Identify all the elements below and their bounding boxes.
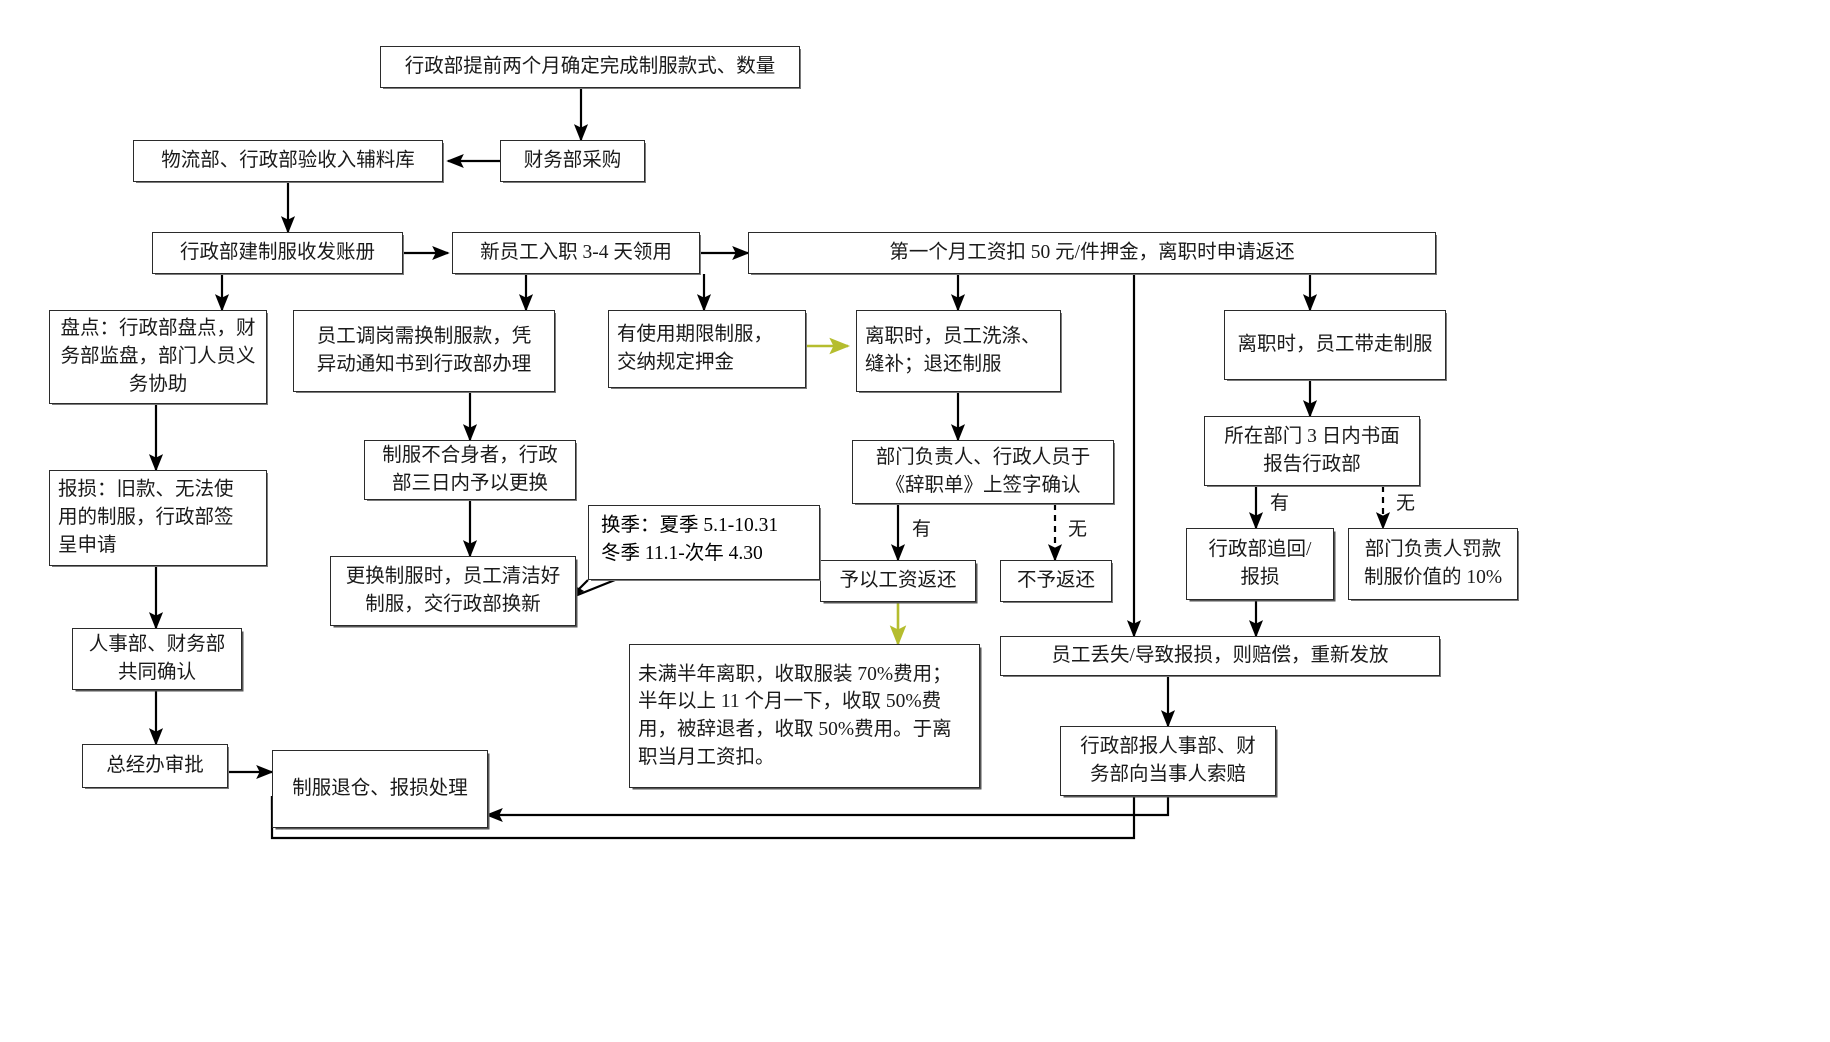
node-clean-before-exchange[interactable]: 更换制服时，员工清洁好 制服，交行政部换新 <box>330 556 576 626</box>
node-line: 务协助 <box>128 373 188 395</box>
node-admin-recover-scrap[interactable]: 行政部追回/ 报损 <box>1186 528 1334 600</box>
node-line: 部门负责人罚款 <box>1364 539 1502 561</box>
node-label: 盘点：行政部盘点，财 务部监盘，部门人员义 务协助 <box>58 315 258 398</box>
node-label: 物流部、行政部验收入辅料库 <box>161 150 415 172</box>
node-label: 行政部追回/ 报损 <box>1195 536 1325 591</box>
node-line: 务部向当事人索赔 <box>1089 764 1246 785</box>
node-admin-claim[interactable]: 行政部报人事部、财 务部向当事人索赔 <box>1060 726 1276 796</box>
node-line: 制服不合身者，行政 <box>382 445 558 467</box>
node-return-scrap-handling[interactable]: 制服退仓、报损处理 <box>272 750 488 828</box>
node-transfer-change[interactable]: 员工调岗需换制服款，凭 异动通知书到行政部办理 <box>293 310 555 392</box>
node-limited-life-uniform[interactable]: 有使用期限制服， 交纳规定押金 <box>608 310 806 388</box>
node-line: 所在部门 3 日内书面 <box>1224 426 1400 448</box>
node-label: 行政部建制服收发账册 <box>179 242 375 264</box>
node-label: 更换制服时，员工清洁好 制服，交行政部换新 <box>339 563 567 618</box>
node-hr-finance-confirm[interactable]: 人事部、财务部 共同确认 <box>72 628 242 690</box>
node-label: 部门负责人、行政人员于 《辞职单》上签字确认 <box>861 444 1105 499</box>
node-new-employee-issue[interactable]: 新员工入职 3-4 天领用 <box>452 232 700 274</box>
node-loss-compensation[interactable]: 员工丢失/导致报损，则赔偿，重新发放 <box>1000 636 1440 676</box>
node-label: 离职时，员工洗涤、 缝补；退还制服 <box>865 323 1052 378</box>
node-label: 有使用期限制服， 交纳规定押金 <box>617 321 797 376</box>
edge-n26-n23 <box>485 796 1170 823</box>
node-line: 行政部追回/ <box>1208 539 1312 561</box>
node-label: 不予返还 <box>1016 570 1095 592</box>
node-line: 半年以上 11 个月一下，收取 50%费 <box>638 691 942 713</box>
callout-season-change[interactable]: 换季：夏季 5.1-10.31 冬季 11.1-次年 4.30 <box>588 505 820 580</box>
node-line: 行政部报人事部、财 <box>1080 736 1256 758</box>
node-resignation-signoff[interactable]: 部门负责人、行政人员于 《辞职单》上签字确认 <box>852 440 1114 504</box>
node-line: 报告行政部 <box>1263 454 1361 475</box>
node-line: 共同确认 <box>117 662 196 683</box>
node-finance-purchase[interactable]: 财务部采购 <box>500 140 645 182</box>
callout-line: 换季：夏季 5.1-10.31 <box>601 515 779 536</box>
node-line: 缝补；退还制服 <box>865 354 1002 375</box>
node-uniform-plan[interactable]: 行政部提前两个月确定完成制服款式、数量 <box>380 46 800 88</box>
node-label: 未满半年离职，收取服装 70%费用； 半年以上 11 个月一下，收取 50%费 … <box>638 661 971 772</box>
node-resign-keep-uniform[interactable]: 离职时，员工带走制服 <box>1224 310 1446 380</box>
node-label: 人事部、财务部 共同确认 <box>81 631 233 686</box>
edge-label-you-2: 有 <box>1270 493 1290 514</box>
node-line: 部三日内予以更换 <box>391 473 548 494</box>
node-line: 盘点：行政部盘点，财 <box>60 318 256 340</box>
node-label: 报损：旧款、无法使 用的制服，行政部签 呈申请 <box>58 476 258 559</box>
node-label: 员工丢失/导致报损，则赔偿，重新发放 <box>1051 645 1389 667</box>
node-line: 交纳规定押金 <box>617 352 735 373</box>
node-line: 员工调岗需换制服款，凭 <box>316 326 532 348</box>
node-dept-written-report[interactable]: 所在部门 3 日内书面 报告行政部 <box>1204 416 1420 486</box>
node-label: 部门负责人罚款 制服价值的 10% <box>1357 536 1509 591</box>
node-deposit-deduction[interactable]: 第一个月工资扣 50 元/件押金，离职时申请返还 <box>748 232 1436 274</box>
edge-label-wu-1: 无 <box>1068 519 1088 540</box>
edge-label-wu-2: 无 <box>1396 493 1416 514</box>
node-label: 予以工资返还 <box>839 570 957 592</box>
node-scrap-application[interactable]: 报损：旧款、无法使 用的制服，行政部签 呈申请 <box>49 470 267 566</box>
node-line: 务部监盘，部门人员义 <box>60 346 256 368</box>
node-line: 部门负责人、行政人员于 <box>875 447 1091 469</box>
node-line: 用，被辞退者，收取 50%费用。于离 <box>638 719 952 740</box>
node-label: 制服不合身者，行政 部三日内予以更换 <box>373 442 567 497</box>
node-label: 总经办审批 <box>106 755 204 777</box>
node-line: 职当月工资扣。 <box>638 746 775 768</box>
node-line: 更换制服时，员工清洁好 <box>345 566 561 588</box>
node-line: 制服价值的 10% <box>1363 567 1503 588</box>
node-label: 离职时，员工带走制服 <box>1237 334 1433 356</box>
node-misfit-replace[interactable]: 制服不合身者，行政 部三日内予以更换 <box>364 440 576 500</box>
node-line: 制服，交行政部换新 <box>365 594 541 615</box>
node-line: 《辞职单》上签字确认 <box>885 475 1081 496</box>
node-gm-approval[interactable]: 总经办审批 <box>82 744 228 788</box>
node-line: 人事部、财务部 <box>88 634 226 656</box>
node-dept-head-fine[interactable]: 部门负责人罚款 制服价值的 10% <box>1348 528 1518 600</box>
node-line: 报损 <box>1240 567 1280 588</box>
edge-label-you-1: 有 <box>912 519 932 540</box>
node-label: 员工调岗需换制服款，凭 异动通知书到行政部办理 <box>302 323 546 378</box>
callout-line: 冬季 11.1-次年 4.30 <box>601 543 763 565</box>
node-label: 第一个月工资扣 50 元/件押金，离职时申请返还 <box>889 242 1295 264</box>
node-label: 所在部门 3 日内书面 报告行政部 <box>1213 423 1411 478</box>
node-admin-ledger[interactable]: 行政部建制服收发账册 <box>152 232 403 274</box>
node-line: 异动通知书到行政部办理 <box>316 354 532 375</box>
node-label: 行政部报人事部、财 务部向当事人索赔 <box>1069 733 1267 788</box>
node-resign-clean-return[interactable]: 离职时，员工洗涤、 缝补；退还制服 <box>856 310 1061 392</box>
node-no-refund[interactable]: 不予返还 <box>1000 560 1112 602</box>
node-label: 财务部采购 <box>523 150 622 172</box>
node-line: 用的制服，行政部签 <box>58 507 234 529</box>
node-logistics-receive[interactable]: 物流部、行政部验收入辅料库 <box>133 140 443 182</box>
node-line: 离职时，员工洗涤、 <box>865 326 1041 348</box>
node-refund-via-salary[interactable]: 予以工资返还 <box>820 560 976 602</box>
node-line: 报损：旧款、无法使 <box>58 479 234 501</box>
node-label: 行政部提前两个月确定完成制服款式、数量 <box>404 56 776 78</box>
node-stocktaking[interactable]: 盘点：行政部盘点，财 务部监盘，部门人员义 务协助 <box>49 310 267 404</box>
node-line: 未满半年离职，收取服装 70%费用； <box>638 663 952 685</box>
node-line: 有使用期限制服， <box>617 324 774 346</box>
node-early-leave-fee[interactable]: 未满半年离职，收取服装 70%费用； 半年以上 11 个月一下，收取 50%费 … <box>629 644 980 788</box>
node-line: 呈申请 <box>58 534 117 556</box>
node-label: 新员工入职 3-4 天领用 <box>480 242 672 264</box>
node-label: 制服退仓、报损处理 <box>292 778 468 800</box>
